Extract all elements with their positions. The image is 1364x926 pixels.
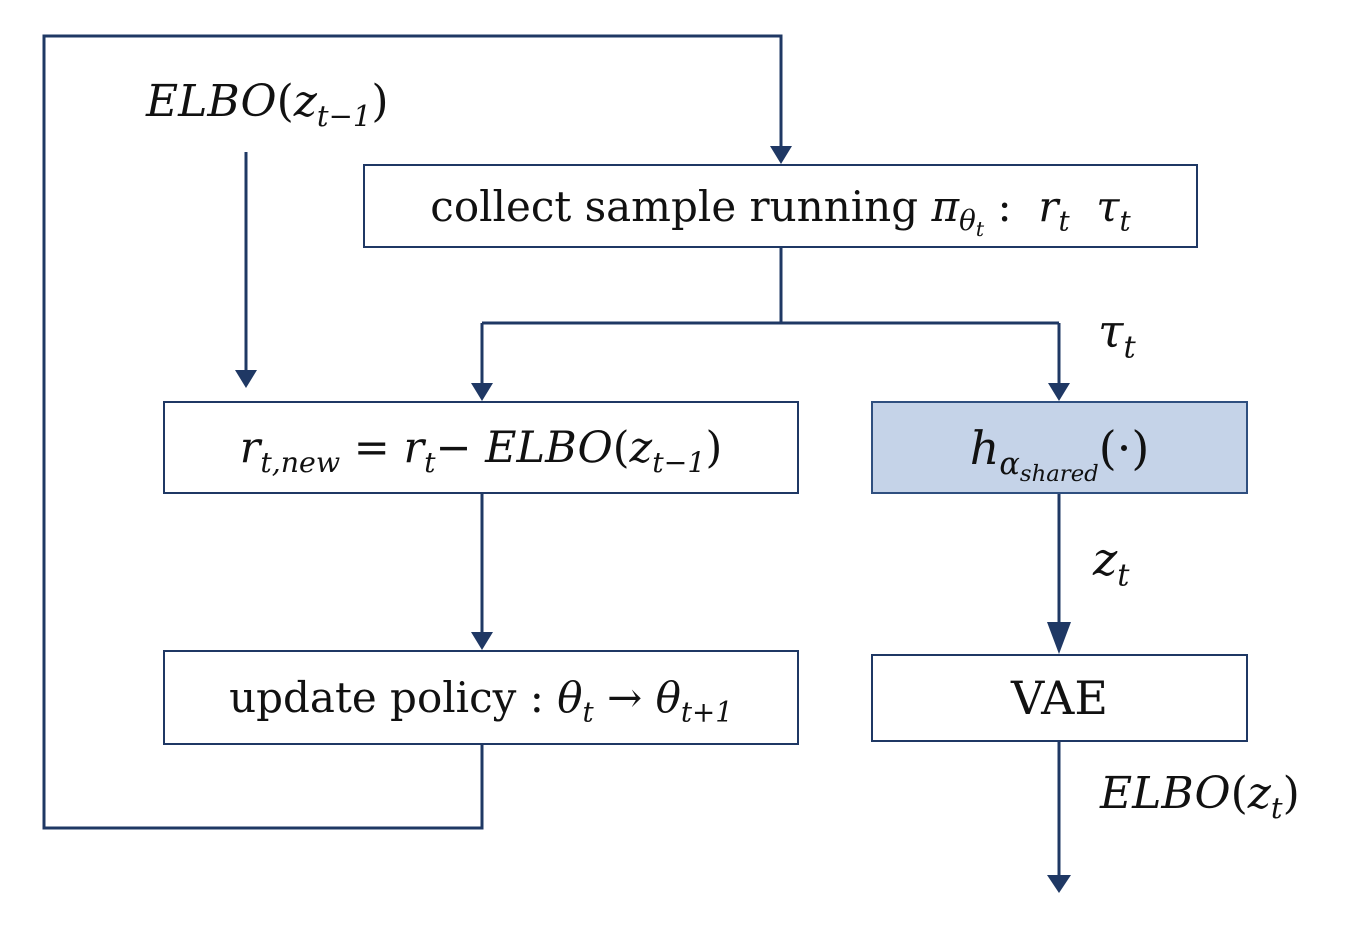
theta-current: θt — [557, 673, 594, 729]
trajectory-symbol: τt — [1096, 181, 1131, 238]
minus-sign: − — [435, 422, 472, 473]
update-policy-text: update policy — [229, 673, 517, 722]
transition-arrow: → — [607, 673, 643, 722]
reward-symbol: rt — [1038, 181, 1070, 238]
vae-label: VAE — [1011, 671, 1108, 725]
feedback-loop-line — [42, 34, 783, 830]
collect-sample-box: collect sample running πθt : rt τt — [363, 164, 1198, 248]
reward-symbol-rhs: rt — [403, 422, 436, 479]
elbo-out-label: ELBO(zt) — [1100, 768, 1300, 826]
update-policy-box: update policy : θt → θt+1 — [163, 650, 799, 745]
latent-label: zt — [1093, 532, 1130, 594]
policy-symbol: πθt — [931, 181, 985, 242]
arrowhead-update — [471, 632, 493, 650]
reward-shaping-box: rt,new = rt− ELBO(zt−1) — [163, 401, 799, 494]
shared-encoder-box: hαshared(·) — [871, 401, 1248, 494]
collect-separator: : — [997, 181, 1012, 231]
theta-next: θt+1 — [655, 673, 733, 729]
trajectory-label: τt — [1098, 304, 1136, 366]
equals-sign: = — [353, 422, 390, 473]
arrowhead-elbo-out — [1047, 875, 1071, 893]
arrowhead-reward — [471, 383, 493, 401]
elbo-term: ELBO(zt−1) — [485, 422, 723, 479]
arrowhead-reward-from-elbo — [235, 370, 257, 388]
encoder-argument: (·) — [1098, 420, 1150, 475]
update-separator: : — [529, 673, 544, 722]
new-reward-symbol: rt,new — [239, 422, 341, 479]
encoder-symbol: hαshared — [969, 420, 1099, 487]
collect-sample-text: collect sample running — [430, 181, 919, 231]
arrowhead-collect — [770, 146, 792, 164]
elbo-prev-label: ELBO(zt−1) — [146, 76, 389, 134]
arrowhead-encoder — [1048, 383, 1070, 401]
arrowhead-vae — [1047, 622, 1071, 654]
vae-box: VAE — [871, 654, 1248, 742]
